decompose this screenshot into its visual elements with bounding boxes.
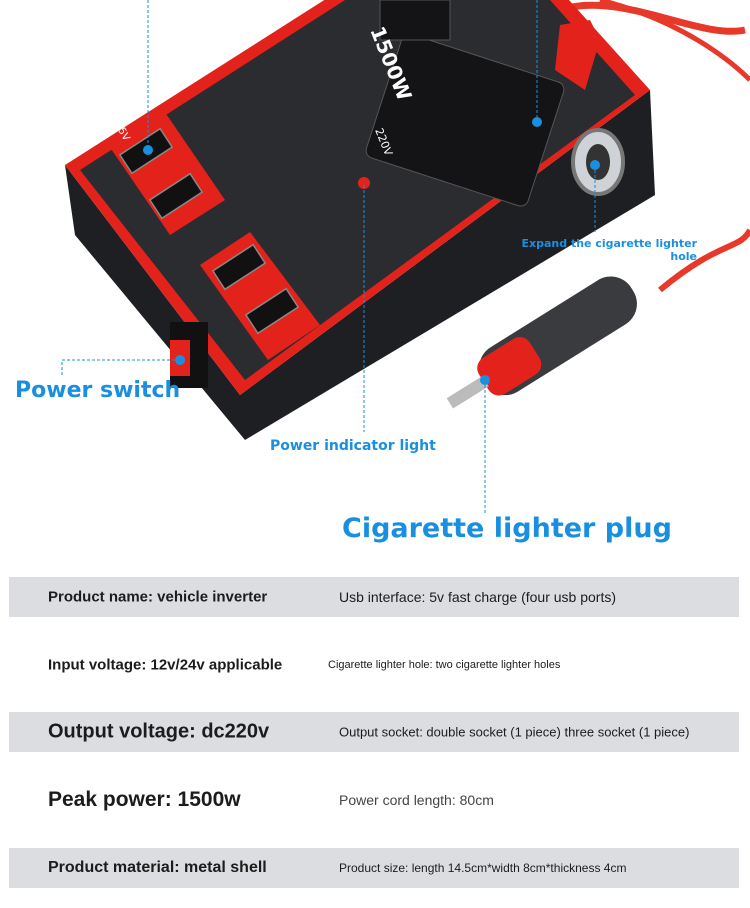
inverter-side <box>65 90 655 440</box>
lighter-hole-label: Expand the cigarette lighter hole <box>522 237 698 263</box>
power-switch-label: Power switch <box>15 378 181 403</box>
spec-right: Power cord length: 80cm <box>339 792 494 808</box>
spec-row: Output voltage: dc220v Output socket: do… <box>9 712 739 752</box>
spec-row: Peak power: 1500w Power cord length: 80c… <box>9 780 739 820</box>
power-cable <box>599 0 750 82</box>
spec-left: Product material: metal shell <box>48 859 267 876</box>
inverter-illustration: 1500W 220V 5V <box>61 0 750 515</box>
ac-socket <box>365 33 565 207</box>
lighter-plug-label: Cigarette lighter plug <box>342 513 672 544</box>
lighter-hole-label-line1: Expand the cigarette lighter <box>521 237 698 250</box>
spec-row: Input voltage: 12v/24v applicable Cigare… <box>9 645 739 685</box>
spec-left: Product name: vehicle inverter <box>48 588 268 606</box>
spec-right: Output socket: double socket (1 piece) t… <box>339 724 690 740</box>
spec-left: Input voltage: 12v/24v applicable <box>48 656 283 674</box>
spec-left: Output voltage: dc220v <box>48 720 270 743</box>
ac-socket-small <box>379 0 451 41</box>
spec-row: Product name: vehicle inverter Usb inter… <box>9 577 739 617</box>
power-indicator-label: Power indicator light <box>270 438 436 454</box>
plug-cable <box>658 228 750 293</box>
spec-row: Product material: metal shell Product si… <box>9 848 739 888</box>
lighter-plug <box>446 276 637 409</box>
power-cable <box>558 1 746 35</box>
spec-right: Usb interface: 5v fast charge (four usb … <box>339 589 617 605</box>
power-indicator-led <box>358 177 370 189</box>
spec-right: Product size: length 14.5cm*width 8cm*th… <box>339 861 627 875</box>
lighter-hole-label-line2: hole <box>670 250 697 263</box>
usb-panel <box>105 105 225 235</box>
spec-left: Peak power: 1500w <box>48 788 241 811</box>
badge <box>555 20 600 90</box>
spec-right: Cigarette lighter hole: two cigarette li… <box>328 659 561 671</box>
